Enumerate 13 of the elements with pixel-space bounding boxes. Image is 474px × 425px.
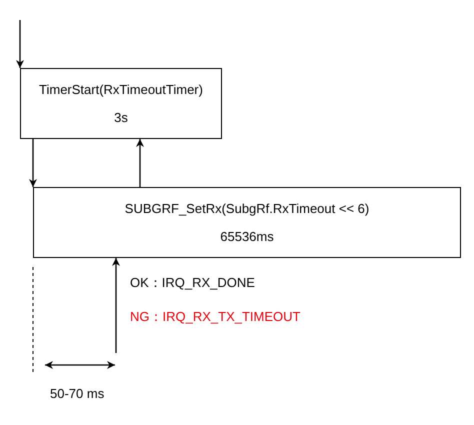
process-box [33,187,461,258]
status-text: OK：IRQ_RX_DONE [130,274,255,292]
function-call-text: TimerStart(RxTimeoutTimer) [39,82,203,97]
arrow [16,20,24,68]
duration-text: 3s [114,110,128,126]
duration-text: 65536ms [220,229,274,244]
function-call-text: SUBGRF_SetRx(SubgRf.RxTimeout << 6) [124,200,370,216]
arrow [136,139,144,187]
arrow [29,139,37,187]
arrow [112,258,120,353]
dimension-label: 50-70 ms [50,386,104,401]
process-box [20,68,222,139]
status-text: NG：IRQ_RX_TX_TIMEOUT [130,308,300,326]
